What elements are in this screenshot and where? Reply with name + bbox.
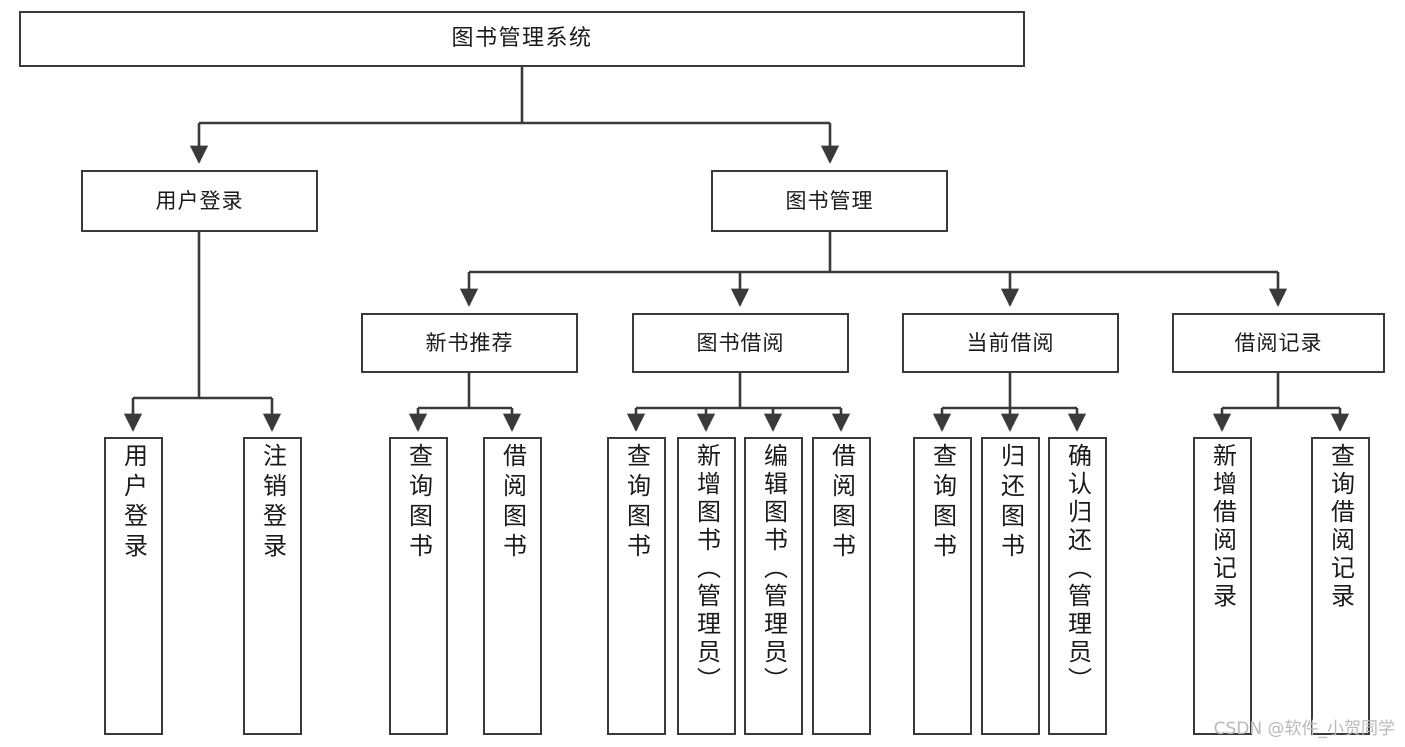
node-book-borrow[interactable]: 图书借阅 bbox=[632, 313, 849, 373]
leaf-add-book-admin[interactable]: 新增图书（管理员） bbox=[677, 437, 736, 735]
leaf-query-book-recommend[interactable]: 查询图书 bbox=[389, 437, 448, 735]
node-label: 图书管理 bbox=[785, 188, 874, 213]
node-label: 查询图书 bbox=[622, 443, 651, 563]
leaf-query-book-borrow[interactable]: 查询图书 bbox=[607, 437, 666, 735]
node-current-borrow[interactable]: 当前借阅 bbox=[902, 313, 1119, 373]
node-label: 借阅记录 bbox=[1234, 330, 1323, 355]
leaf-confirm-return-admin[interactable]: 确认归还（管理员） bbox=[1048, 437, 1107, 735]
node-label: 新增图书（管理员） bbox=[692, 443, 721, 695]
watermark: CSDN @软件_小贺同学 bbox=[1213, 719, 1395, 739]
node-borrow-records[interactable]: 借阅记录 bbox=[1172, 313, 1385, 373]
node-label: 编辑图书（管理员） bbox=[759, 443, 788, 695]
node-book-management-system[interactable]: 图书管理系统 bbox=[19, 11, 1025, 67]
node-label: 当前借阅 bbox=[966, 330, 1055, 355]
node-label: 查询图书 bbox=[928, 443, 957, 563]
leaf-logout[interactable]: 注销登录 bbox=[243, 437, 302, 735]
leaf-borrow-book[interactable]: 借阅图书 bbox=[812, 437, 871, 735]
node-label: 用户登录 bbox=[119, 443, 148, 563]
node-label: 新增借阅记录 bbox=[1208, 443, 1237, 611]
leaf-edit-book-admin[interactable]: 编辑图书（管理员） bbox=[744, 437, 803, 735]
node-label: 注销登录 bbox=[258, 443, 287, 563]
node-label: 借阅图书 bbox=[498, 443, 527, 563]
leaf-borrow-book-recommend[interactable]: 借阅图书 bbox=[483, 437, 542, 735]
leaf-query-book-current[interactable]: 查询图书 bbox=[913, 437, 972, 735]
node-label: 查询图书 bbox=[404, 443, 433, 563]
node-new-book-recommend[interactable]: 新书推荐 bbox=[361, 313, 578, 373]
leaf-query-borrow-record[interactable]: 查询借阅记录 bbox=[1311, 437, 1370, 735]
node-label: 图书借阅 bbox=[696, 330, 785, 355]
node-label: 查询借阅记录 bbox=[1326, 443, 1355, 611]
leaf-return-book[interactable]: 归还图书 bbox=[981, 437, 1040, 735]
node-book-management[interactable]: 图书管理 bbox=[711, 170, 948, 232]
leaf-user-login[interactable]: 用户登录 bbox=[104, 437, 163, 735]
node-label: 借阅图书 bbox=[827, 443, 856, 563]
node-label: 图书管理系统 bbox=[451, 26, 593, 52]
node-label: 新书推荐 bbox=[425, 330, 514, 355]
node-label: 确认归还（管理员） bbox=[1063, 443, 1092, 695]
node-label: 用户登录 bbox=[155, 188, 244, 213]
leaf-add-borrow-record[interactable]: 新增借阅记录 bbox=[1193, 437, 1252, 735]
node-user-login[interactable]: 用户登录 bbox=[81, 170, 318, 232]
node-label: 归还图书 bbox=[996, 443, 1025, 563]
